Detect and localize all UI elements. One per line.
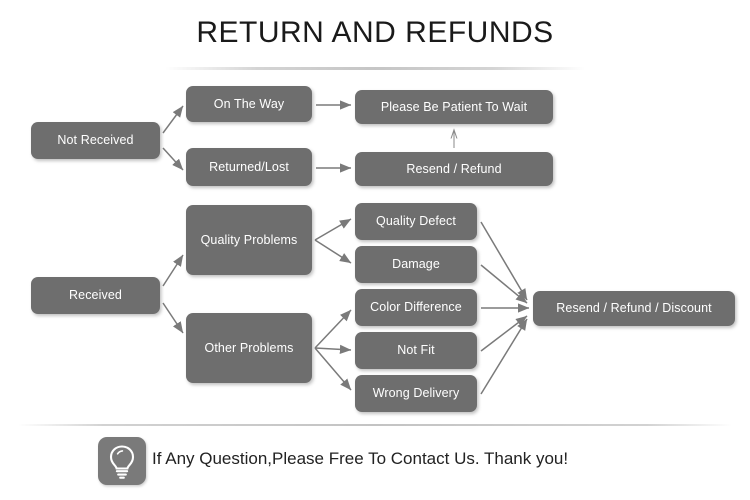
edge-other-problems-to-color-difference — [314, 309, 352, 349]
node-label: Quality Defect — [376, 214, 456, 228]
node-quality-defect[interactable]: Quality Defect — [355, 203, 477, 240]
edge-received-to-other-problems — [162, 302, 184, 334]
edge-other-problems-to-wrong-delivery — [314, 347, 352, 391]
node-please-be-patient-to-wait[interactable]: Please Be Patient To Wait — [355, 90, 553, 124]
page-title: RETURN AND REFUNDS — [196, 16, 554, 49]
node-quality-problems[interactable]: Quality Problems — [186, 205, 312, 275]
title-divider — [165, 67, 585, 70]
node-label: Returned/Lost — [209, 159, 289, 174]
node-label: Wrong Delivery — [372, 386, 460, 400]
edge-other-problems-to-not-fit — [314, 344, 352, 355]
node-returned-lost[interactable]: Returned/Lost — [186, 148, 312, 186]
edge-wrong-delivery-to-final — [480, 318, 528, 395]
node-label: Other Problems — [204, 340, 294, 355]
edge-not-received-to-on-the-way — [162, 105, 184, 134]
node-not-received[interactable]: Not Received — [31, 122, 160, 159]
node-label: Received — [69, 288, 122, 302]
node-wrong-delivery[interactable]: Wrong Delivery — [355, 375, 477, 412]
edge-quality-problems-to-quality-defect — [314, 218, 352, 241]
node-label: Color Difference — [370, 300, 462, 314]
node-not-fit[interactable]: Not Fit — [355, 332, 477, 369]
node-label: Not Fit — [397, 343, 435, 357]
node-label: On The Way — [213, 96, 285, 111]
node-resend-refund-discount[interactable]: Resend / Refund / Discount — [533, 291, 735, 326]
node-other-problems[interactable]: Other Problems — [186, 313, 312, 383]
node-label: Resend / Refund — [406, 161, 502, 176]
edge-damage-to-final — [480, 264, 528, 304]
edge-received-to-quality-problems — [162, 254, 184, 287]
node-on-the-way[interactable]: On The Way — [186, 86, 312, 122]
node-color-difference[interactable]: Color Difference — [355, 289, 477, 326]
edge-not-received-to-returned-lost — [162, 147, 184, 171]
footer-divider — [18, 424, 732, 426]
node-label: Please Be Patient To Wait — [380, 99, 528, 114]
edge-quality-problems-to-damage — [314, 239, 352, 264]
node-label: Not Received — [57, 133, 134, 147]
node-label: Damage — [392, 257, 440, 271]
node-label: Quality Problems — [200, 232, 298, 247]
footer-message: If Any Question,Please Free To Contact U… — [152, 449, 569, 468]
node-label: Resend / Refund / Discount — [556, 301, 712, 315]
node-damage[interactable]: Damage — [355, 246, 477, 283]
node-resend-refund[interactable]: Resend / Refund — [355, 152, 553, 186]
edge-not-fit-to-final — [480, 315, 528, 352]
node-received[interactable]: Received — [31, 277, 160, 314]
edge-quality-defect-to-final — [480, 221, 528, 301]
lightbulb-icon — [98, 437, 146, 485]
